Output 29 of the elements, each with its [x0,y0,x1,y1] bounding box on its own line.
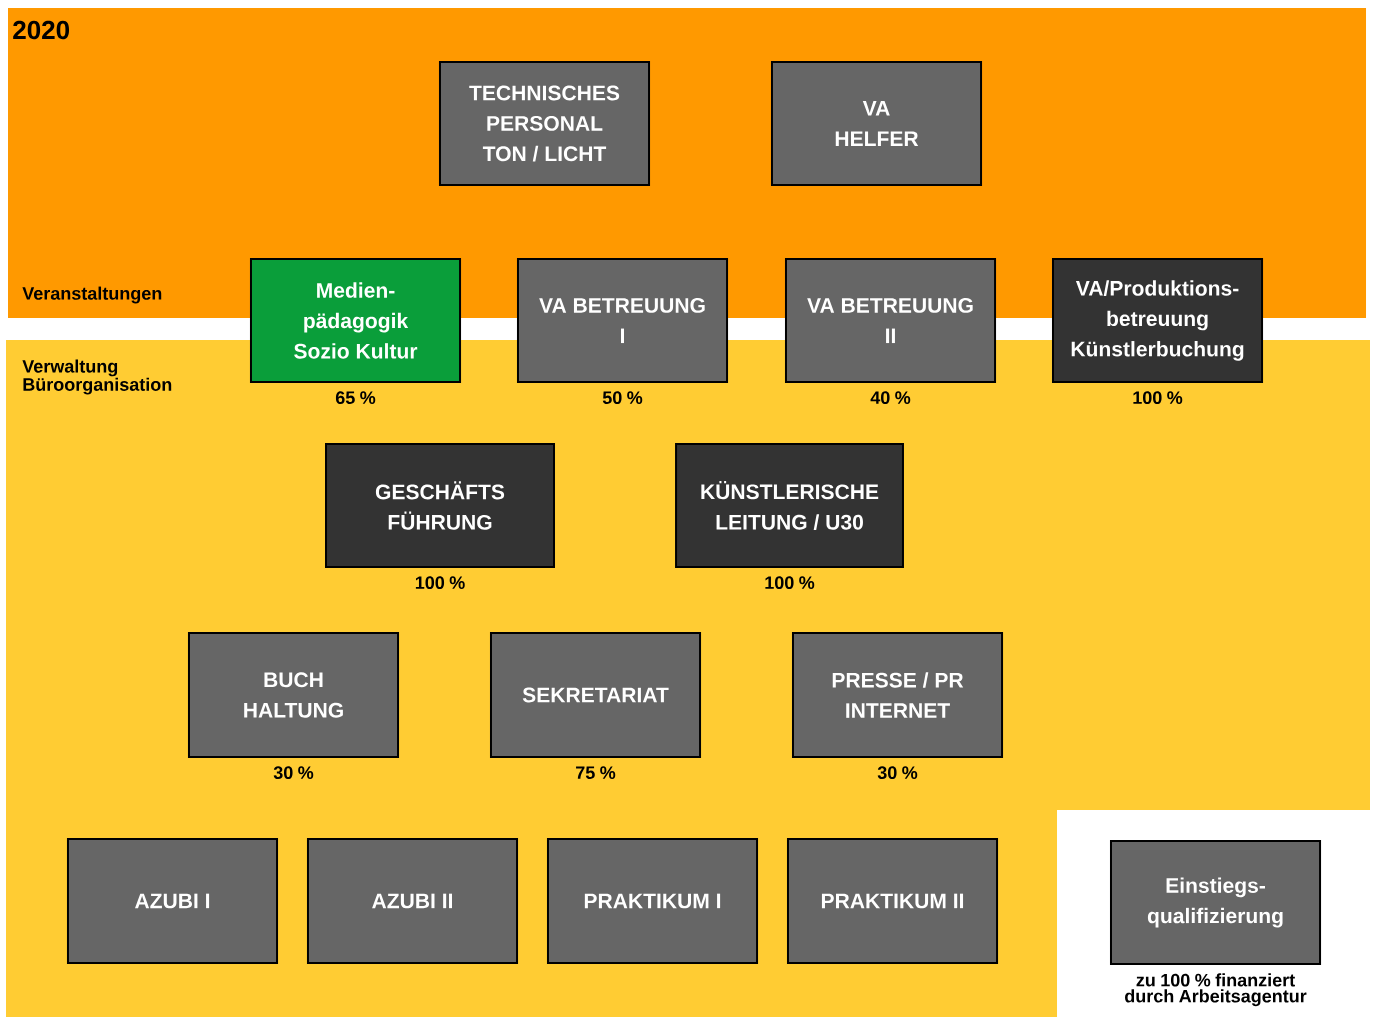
role-box: Einstiegs- qualifizierung [1110,840,1322,965]
percentage-label: 75 % [576,766,616,779]
role-box: TECHNISCHES PERSONAL TON / LICHT [438,61,651,186]
role-box: VA BETREUUNG I [516,258,729,383]
percentage-label: 50 % [602,391,643,404]
percentage-label: 100 % [415,576,465,589]
percentage-label: 65 % [335,391,376,404]
role-box: VA/Produktions- betreuung Künstlerbuchung [1052,258,1264,383]
role-box: KÜNSTLERISCHE LEITUNG / U30 [675,443,904,568]
role-box: VA BETREUUNG II [785,258,997,383]
role-box: Medien- pädagogik Sozio Kultur [249,258,462,383]
role-box: AZUBI I [66,838,279,964]
role-box: VA HELFER [771,61,983,186]
band-label: 2020 [13,20,69,40]
role-box: BUCH HALTUNG [187,632,400,758]
role-box: PRAKTIKUM II [787,838,999,964]
percentage-label: zu 100 % finanziert durch Arbeitsagentur [1125,973,1307,1007]
percentage-label: 30 % [273,766,314,780]
role-box: GESCHÄFTS FÜHRUNG [325,443,555,568]
band-label: Verwaltung Büroorganisation [22,359,172,395]
percentage-label: 40 % [870,391,911,404]
role-box: AZUBI II [306,838,519,964]
role-box: SEKRETARIAT [490,632,702,758]
role-box: PRESSE / PR INTERNET [792,632,1004,758]
percentage-label: 100 % [765,576,815,589]
role-box: PRAKTIKUM I [547,838,759,964]
percentage-label: 100 % [1133,391,1183,404]
percentage-label: 30 % [877,766,918,780]
band-label: Veranstaltungen [22,286,162,304]
